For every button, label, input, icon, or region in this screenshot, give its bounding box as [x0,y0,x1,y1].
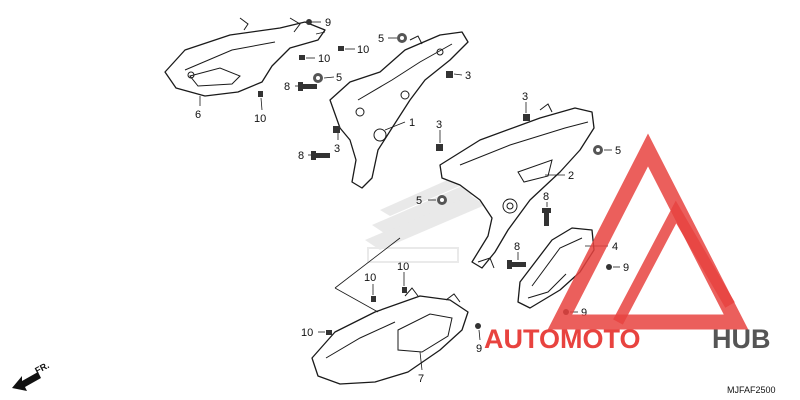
nut-3b [523,114,530,121]
screw-10c [258,91,263,97]
callout-5: 5 [336,72,342,84]
part-1-bracket [329,31,469,189]
washer-5c [593,145,603,155]
callout-2: 2 [568,170,574,182]
callout-3: 3 [436,119,442,131]
callout-8: 8 [298,150,304,162]
bolt-8c [542,208,551,226]
screw-9a [306,19,312,25]
screw-10f [326,330,332,335]
watermark-text-primary: AUTOMOTO [484,324,641,354]
callout-3: 3 [334,143,340,155]
nut-3d [333,126,340,133]
watermark-triangle-icon [547,133,749,330]
screw-10e [402,287,407,293]
watermark-logo: AUTOMOTO HUB [484,133,771,354]
callout-9: 9 [623,262,629,274]
callout-8: 8 [543,191,549,203]
callout-10: 10 [357,44,369,56]
callout-7: 7 [418,373,424,385]
bolt-8b [311,151,330,160]
callout-10: 10 [301,327,313,339]
nut-3c [436,144,443,151]
callout-9: 9 [476,343,482,355]
screw-9d [475,323,481,329]
callout-10: 10 [254,113,266,125]
fasteners [258,19,612,335]
screw-10b [299,55,305,60]
part-2-side-cover [439,103,595,269]
callout-10: 10 [364,272,376,284]
callout-10: 10 [397,261,409,273]
washer-5b [313,73,323,83]
front-direction-marker: FR. [12,360,51,391]
callout-4: 4 [612,241,618,253]
callout-3: 3 [465,70,471,82]
callout-3: 3 [522,91,528,103]
callout-9: 9 [325,17,331,29]
callout-1: 1 [409,117,415,129]
bolt-8d [507,260,526,269]
bolt-8a [298,82,317,91]
front-label: FR. [33,360,50,376]
callout-8: 8 [514,241,520,253]
background-wing-logo [365,178,485,263]
part-6-upper-cowl [164,17,326,97]
screw-9b [606,264,612,270]
leader-lines [199,21,620,371]
screw-10a [338,46,344,51]
callout-10: 10 [318,53,330,65]
callout-9: 9 [581,307,587,319]
callout-5: 5 [378,33,384,45]
callout-6: 6 [195,109,201,121]
callout-5: 5 [416,195,422,207]
watermark-text-secondary: HUB [712,324,771,354]
callout-labels: 9 10 10 5 5 3 8 6 10 1 3 3 3 8 5 2 5 8 4… [195,17,629,385]
part-7-lower-cover [311,287,469,385]
washer-5d [437,195,447,205]
screw-10d [371,296,376,302]
callout-5: 5 [615,145,621,157]
washer-5a [397,33,407,43]
nut-3a [446,71,453,78]
callout-8: 8 [284,81,290,93]
diagram-code: MJFAF2500 [727,385,776,395]
